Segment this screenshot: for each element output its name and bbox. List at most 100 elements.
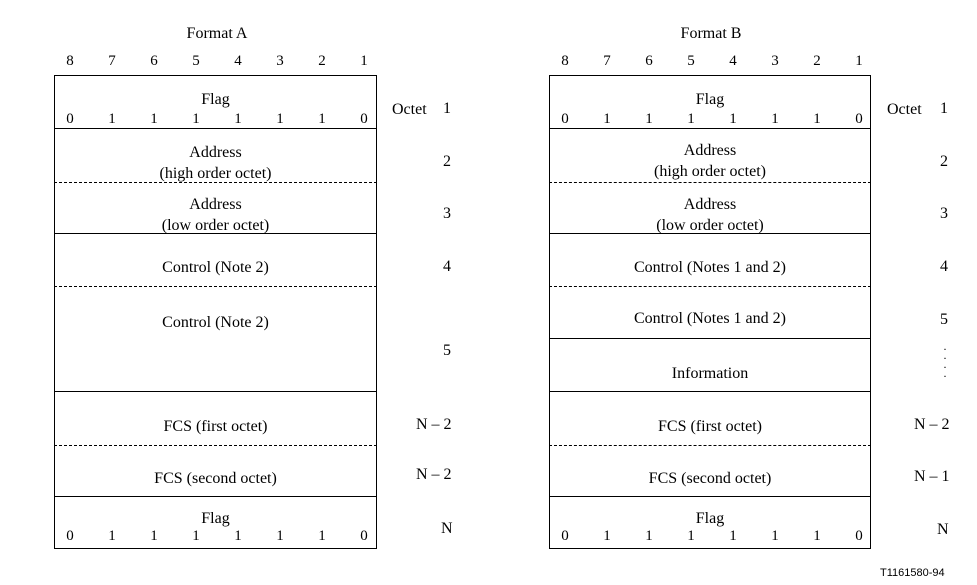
separator-dashed [549, 445, 871, 446]
flag-bit: 1 [150, 111, 158, 127]
flag-bit: 1 [150, 528, 158, 544]
octet-number: 1 [443, 100, 451, 117]
octet-number: 1 [940, 100, 948, 117]
address-low-label: Address [683, 196, 737, 213]
flag-label: Flag [201, 91, 230, 108]
octet-number: 2 [940, 153, 948, 170]
format-a-title: Format A [186, 25, 248, 42]
flag-bit: 1 [276, 111, 284, 127]
octet-word-label: Octet [392, 101, 427, 118]
flag-bit: 0 [360, 111, 368, 127]
address-high-label: Address [189, 144, 242, 161]
address-low-label: Address [189, 196, 242, 213]
flag-bit: 1 [276, 528, 284, 544]
flag-bit: 1 [813, 528, 821, 544]
fcs-first-field: FCS (first octet) [163, 418, 268, 435]
control-field-2: Control (Notes 1 and 2) [634, 310, 786, 327]
flag-bit: 1 [234, 111, 242, 127]
bit-number: 2 [813, 53, 821, 69]
flag-bit: 0 [855, 528, 863, 544]
flag-bit: 1 [192, 528, 200, 544]
fcs-first-field: FCS (first octet) [658, 418, 762, 435]
separator-dashed [54, 286, 377, 287]
octet-number: 2 [443, 153, 451, 170]
format-b-frame [549, 75, 871, 549]
format-a-frame [54, 75, 377, 549]
separator-dashed [549, 182, 871, 183]
octet-word-label: Octet [887, 101, 922, 118]
control-field-1: Control (Note 2) [162, 259, 269, 276]
octet-number: N [441, 520, 453, 537]
octet-number: N – 2 [416, 416, 452, 433]
address-high-sublabel: (high order octet) [654, 163, 766, 180]
flag-bit: 1 [603, 528, 611, 544]
bit-number: 4 [234, 53, 242, 69]
flag-bit: 1 [108, 528, 116, 544]
flag-bit: 0 [561, 111, 569, 127]
flag-bit: 0 [66, 528, 74, 544]
flag-bit: 1 [645, 528, 653, 544]
continuation-dots-icon: ···· [943, 342, 947, 383]
flag-bit: 1 [108, 111, 116, 127]
separator-solid [54, 128, 377, 129]
bit-number: 8 [66, 53, 74, 69]
flag-bit: 1 [234, 528, 242, 544]
octet-number: 5 [940, 311, 948, 328]
figure-id: T1161580-94 [880, 567, 945, 579]
bit-number: 2 [318, 53, 326, 69]
octet-number: 5 [443, 342, 451, 359]
bit-number: 4 [729, 53, 737, 69]
separator-solid [549, 496, 871, 497]
octet-number: N – 2 [914, 416, 950, 433]
address-high-sublabel: (high order octet) [159, 165, 272, 182]
bit-number: 7 [108, 53, 116, 69]
fcs-second-field: FCS (second octet) [648, 470, 772, 487]
bit-number: 6 [645, 53, 653, 69]
flag-bit: 1 [603, 111, 611, 127]
bit-number: 6 [150, 53, 158, 69]
information-field: Information [671, 365, 749, 382]
octet-number: 3 [940, 205, 948, 222]
flag-bit: 0 [66, 111, 74, 127]
octet-number: N – 1 [914, 468, 950, 485]
address-low-sublabel: (low order octet) [161, 217, 270, 234]
bit-number: 7 [603, 53, 611, 69]
octet-number: N [937, 521, 949, 538]
octet-number: 4 [940, 258, 948, 275]
separator-solid [549, 128, 871, 129]
fcs-second-field: FCS (second octet) [154, 470, 277, 487]
bit-number: 5 [192, 53, 200, 69]
flag-bit: 1 [645, 111, 653, 127]
flag-bit: 1 [318, 528, 326, 544]
octet-number: 4 [443, 258, 451, 275]
flag-bit: 0 [855, 111, 863, 127]
bit-number: 1 [855, 53, 863, 69]
format-b-title: Format B [680, 25, 742, 42]
closing-flag-label: Flag [695, 510, 725, 527]
separator-dashed [549, 286, 871, 287]
octet-number: N – 2 [416, 466, 452, 483]
separator-solid [54, 391, 377, 392]
separator-solid [549, 233, 871, 234]
flag-bit: 0 [561, 528, 569, 544]
address-high-label: Address [683, 142, 737, 159]
flag-bit: 1 [813, 111, 821, 127]
separator-solid [54, 496, 377, 497]
flag-bit: 1 [687, 111, 695, 127]
flag-bit: 1 [687, 528, 695, 544]
bit-number: 8 [561, 53, 569, 69]
closing-flag-label: Flag [201, 510, 230, 527]
separator-solid [549, 391, 871, 392]
flag-bit: 1 [192, 111, 200, 127]
bit-number: 1 [360, 53, 368, 69]
separator-dashed [54, 445, 377, 446]
flag-bit: 1 [729, 111, 737, 127]
octet-number: 3 [443, 205, 451, 222]
flag-bit: 1 [729, 528, 737, 544]
control-field-2: Control (Note 2) [162, 314, 269, 331]
flag-bit: 0 [360, 528, 368, 544]
flag-label: Flag [695, 91, 725, 108]
bit-number: 3 [771, 53, 779, 69]
bit-number: 5 [687, 53, 695, 69]
flag-bit: 1 [318, 111, 326, 127]
